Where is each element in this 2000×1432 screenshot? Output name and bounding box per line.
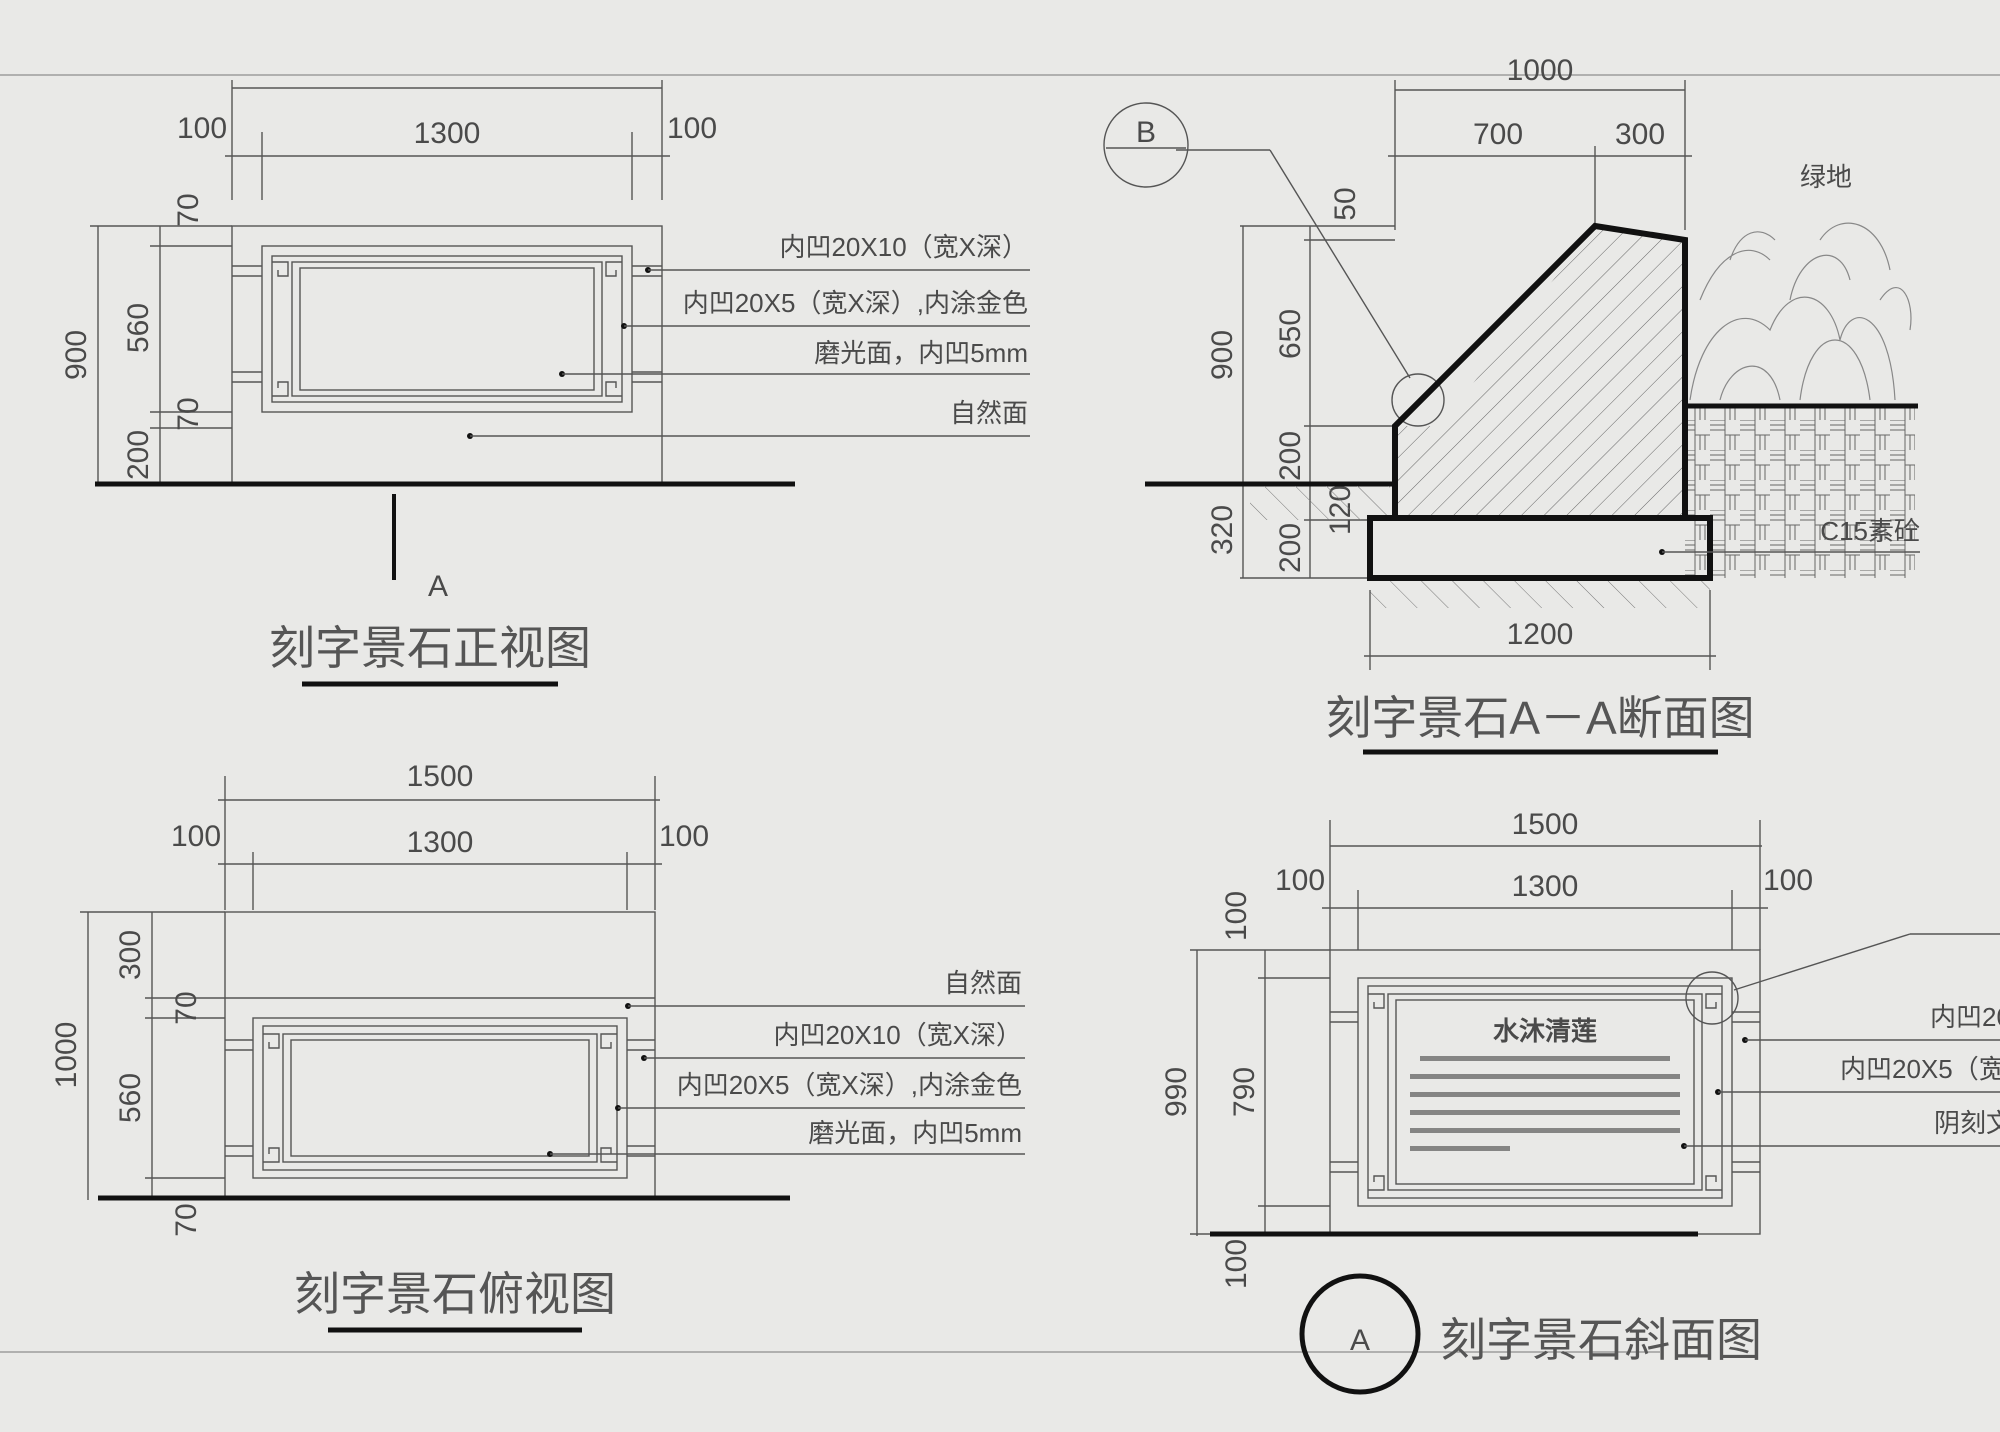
stone-outline	[224, 911, 656, 1199]
dim-top-1000: 1000	[1507, 54, 1574, 87]
note-recess-20x5-gold: 内凹20X5（宽X深）,内涂金色	[677, 1070, 1022, 1100]
inset-frame-outer	[252, 1017, 628, 1179]
detail-letter-b: B	[1136, 116, 1156, 149]
dim-100-right: 100	[1763, 864, 1813, 897]
detail-bubble-b	[1103, 102, 1189, 188]
note-recess-20x5-gold: 内凹20X5（宽X深）,内涂金色	[683, 288, 1028, 318]
note-natural-face: 自然面	[950, 398, 1028, 428]
dim-100-right: 100	[659, 820, 709, 853]
dim-100-left: 100	[1275, 864, 1325, 897]
note-polished: 磨光面，内凹5mm	[808, 1118, 1022, 1148]
dim-100-top: 100	[1220, 891, 1253, 941]
dim-100-left: 100	[177, 112, 227, 145]
green-land-label: 绿地	[1800, 162, 1852, 192]
dim-900: 900	[60, 330, 93, 380]
front-view-title: 刻字景石正视图	[269, 622, 591, 674]
soil-bed	[1685, 408, 1915, 578]
concrete-label: C15素砼	[1820, 516, 1920, 546]
section-letter-a: A	[428, 570, 448, 603]
front-view: 100 1300 100 70 560 900 70 200 A	[60, 80, 1030, 687]
section-bubble-letter: A	[1350, 1324, 1370, 1357]
slope-view-title: 刻字景石斜面图	[1440, 1314, 1762, 1366]
dim-70-top: 70	[170, 991, 203, 1024]
plant-sketch	[1689, 222, 1912, 401]
note-recess-20x10: 内凹20X10（宽X深）	[773, 1020, 1022, 1050]
note-recess-20: 内凹20	[1930, 1002, 2000, 1032]
dim-900-section: 900	[1206, 330, 1239, 380]
top-view: 1500 100 1300 100 300 70 1000 560 70	[50, 760, 1025, 1333]
note-recess-20x10: 内凹20X10（宽X深）	[779, 232, 1028, 262]
note-natural-face: 自然面	[944, 968, 1022, 998]
dim-200-section: 200	[1274, 431, 1307, 481]
note-recess-20x5: 内凹20X5（宽	[1840, 1054, 2000, 1084]
note-intaglio-text: 阴刻文	[1934, 1108, 2000, 1138]
dim-70-bottom: 70	[172, 397, 205, 430]
dim-1000: 1000	[50, 1022, 83, 1089]
dim-560: 560	[122, 303, 155, 353]
dim-200-footing: 200	[1274, 523, 1307, 573]
dim-700: 700	[1473, 118, 1523, 151]
section-view-title: 刻字景石A－A断面图	[1325, 692, 1754, 744]
dim-1300: 1300	[407, 826, 474, 859]
plaque-inscription	[1410, 1056, 1680, 1151]
dim-100-right: 100	[667, 112, 717, 145]
dim-790: 790	[1228, 1067, 1261, 1117]
dim-560: 560	[114, 1073, 147, 1123]
dim-70-top: 70	[172, 193, 205, 226]
note-polished: 磨光面，内凹5mm	[814, 338, 1028, 368]
dim-50: 50	[1329, 187, 1362, 220]
stone-outline	[231, 225, 663, 485]
dim-650: 650	[1274, 309, 1307, 359]
dim-1500: 1500	[1512, 808, 1579, 841]
section-bubble-a	[1299, 1273, 1421, 1395]
dim-1200: 1200	[1507, 618, 1574, 651]
dim-100-bottom: 100	[1220, 1239, 1253, 1289]
dim-1300: 1300	[1512, 870, 1579, 903]
section-view: 1000 700 300 B 50 650 900 200 120 320 20…	[1103, 54, 1920, 755]
dim-320: 320	[1206, 505, 1239, 555]
dim-70-bottom: 70	[170, 1203, 203, 1236]
dim-300: 300	[1615, 118, 1665, 151]
stone-section-outline	[1392, 222, 1688, 518]
dim-1300: 1300	[414, 117, 481, 150]
dim-300: 300	[114, 930, 147, 980]
dim-990: 990	[1160, 1067, 1193, 1117]
dim-1500: 1500	[407, 760, 474, 793]
concrete-footing	[1367, 515, 1713, 581]
slope-view: 1500 100 1300 100 100 990 790 100 水沐清莲	[1160, 808, 2000, 1395]
plaque-title: 水沐清莲	[1493, 1016, 1597, 1046]
stone-section-hatch	[1395, 226, 1685, 518]
top-view-title: 刻字景石俯视图	[294, 1268, 616, 1320]
inset-frame-outer	[261, 245, 633, 413]
dim-100-left: 100	[171, 820, 221, 853]
dim-200: 200	[122, 430, 155, 480]
